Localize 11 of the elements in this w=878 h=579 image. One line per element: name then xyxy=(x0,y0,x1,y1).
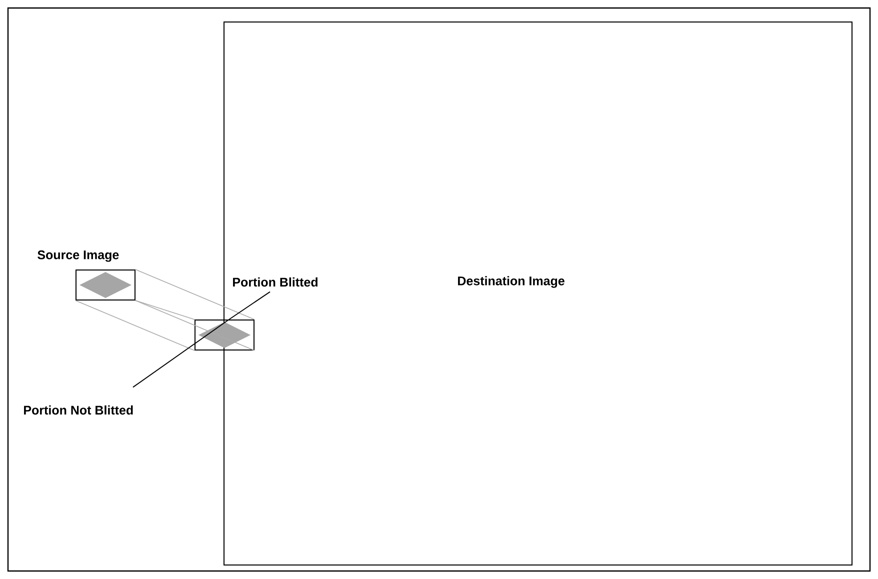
node-label: Source Image xyxy=(38,250,119,262)
image-box: Source Image xyxy=(38,250,136,300)
projection-line xyxy=(135,300,195,320)
leader-line xyxy=(228,291,270,320)
projection-line xyxy=(135,269,255,320)
callout-label: Portion Blitted xyxy=(233,277,318,287)
projection-line xyxy=(135,300,255,351)
projection-line xyxy=(75,300,195,351)
callout-label: Portion Not Blitted xyxy=(24,405,133,415)
portion-box xyxy=(194,320,254,350)
leader-line xyxy=(132,319,230,388)
